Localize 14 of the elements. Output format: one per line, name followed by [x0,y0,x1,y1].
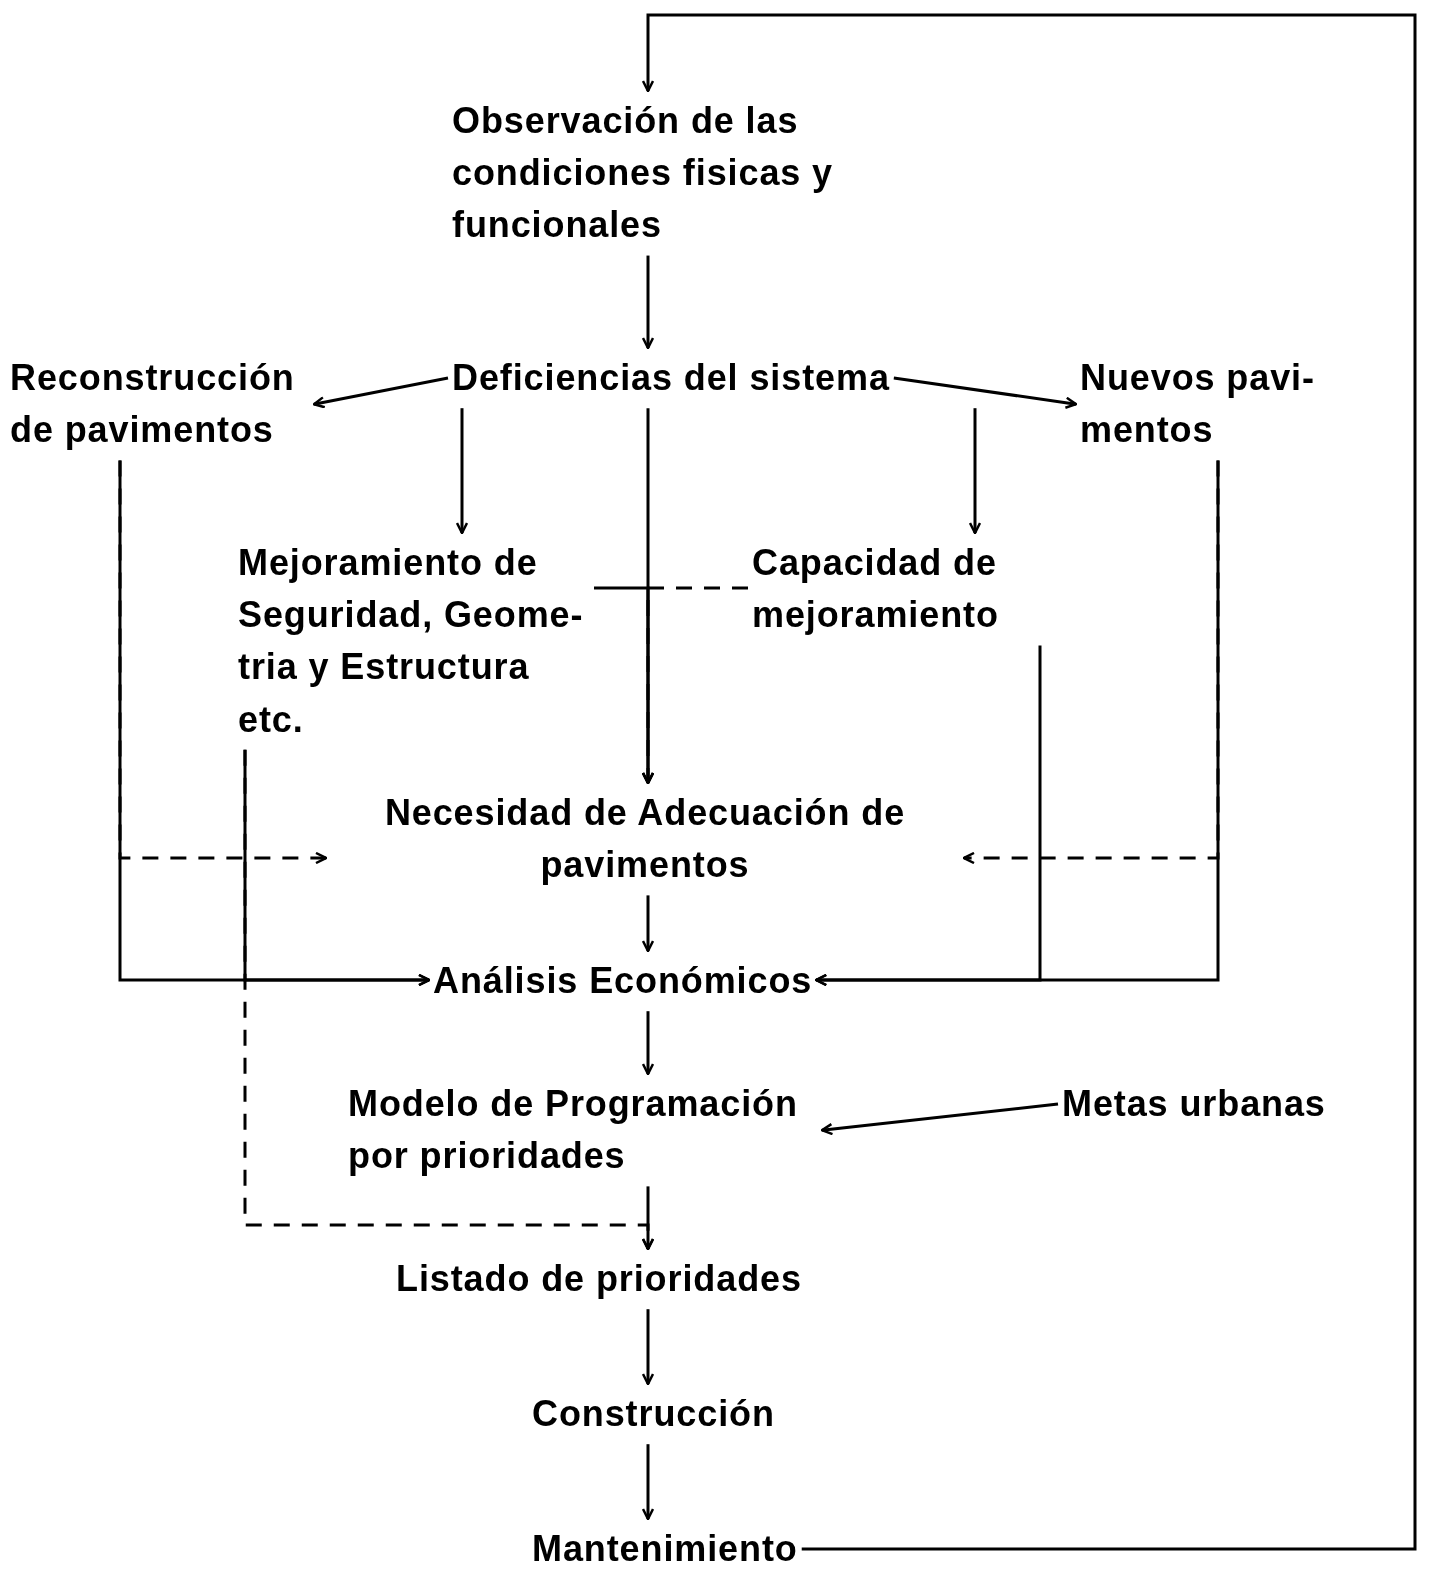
arrow [641,895,655,953]
arrow [820,1102,1059,1136]
arrow [893,376,1078,409]
arrow [641,586,748,785]
arrow [641,255,655,350]
arrow [968,408,982,535]
arrow [312,376,449,409]
arrow [641,1444,655,1521]
arrow [641,1309,655,1386]
arrow [641,1011,655,1076]
arrow [641,13,1417,1551]
arrow [641,1186,655,1251]
arrow [814,645,1042,987]
arrow [455,408,469,535]
